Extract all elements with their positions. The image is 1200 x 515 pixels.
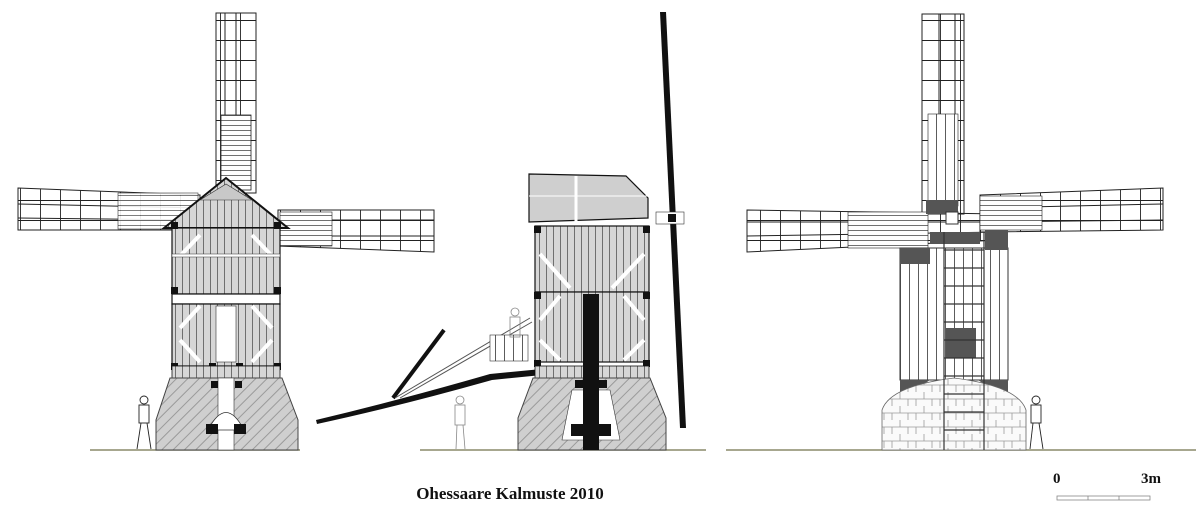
sail-right <box>277 209 435 253</box>
stone-base <box>881 377 1027 451</box>
sail-top <box>215 12 257 194</box>
person-figure <box>1029 395 1044 450</box>
sail-top <box>921 13 965 215</box>
section-view <box>316 12 706 451</box>
body-upper <box>171 227 281 295</box>
person-figure <box>136 395 152 450</box>
drawing-title: Ohessaare Kalmuste 2010 <box>416 484 604 503</box>
scale-bar <box>1056 495 1151 501</box>
cap <box>528 173 649 223</box>
tail-pole <box>316 368 552 424</box>
sail-right <box>979 187 1164 233</box>
scale-end-label: 3m <box>1141 471 1161 487</box>
sail-left <box>746 209 1001 253</box>
front-view <box>17 12 435 451</box>
ladder <box>943 232 985 450</box>
scale-start-label: 0 <box>1053 471 1061 487</box>
main-post <box>583 294 599 450</box>
rear-view <box>726 13 1196 451</box>
